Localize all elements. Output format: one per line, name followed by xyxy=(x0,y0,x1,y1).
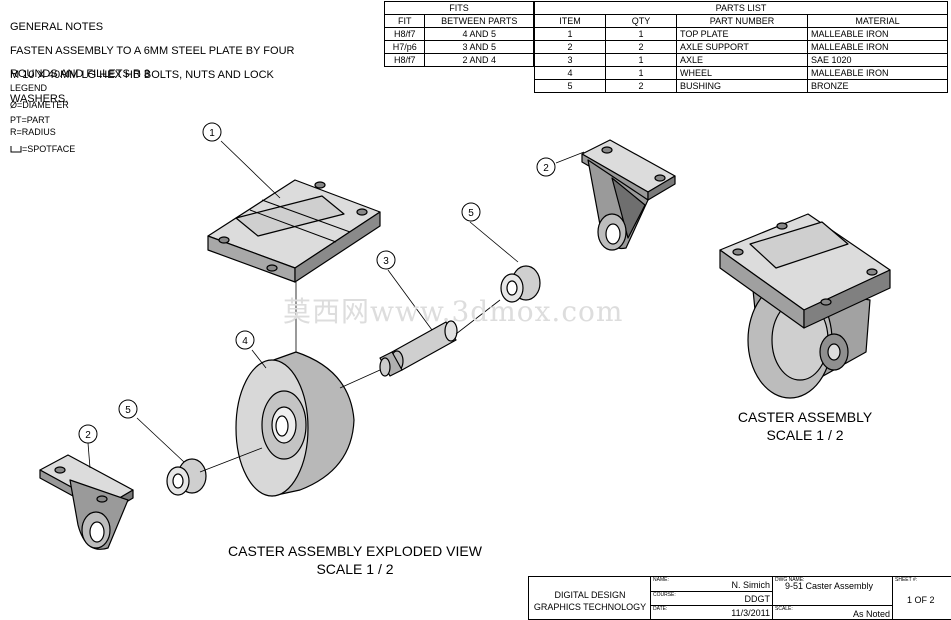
callout-label: 3 xyxy=(383,256,389,267)
notes-heading: GENERAL NOTES xyxy=(10,21,104,33)
callout-label: 2 xyxy=(543,163,549,174)
notes-line: FASTEN ASSEMBLY TO A 6MM STEEL PLATE BY … xyxy=(10,45,295,57)
sheet-value: 1 OF 2 xyxy=(907,595,935,605)
sheet-cell: SHEET #: 1 OF 2 xyxy=(893,577,951,620)
notes-line: M 10 X 40MM LG HEX HD BOLTS, NUTS AND LO… xyxy=(10,69,274,81)
caster-assembly-part xyxy=(719,213,891,399)
axle-part xyxy=(379,320,458,377)
spotface-icon xyxy=(10,145,22,153)
exploded-title: CASTER ASSEMBLY EXPLODED VIEW xyxy=(228,543,482,559)
explode-lines xyxy=(199,282,501,473)
fits-cell: H8/f7 xyxy=(383,53,426,67)
leader-lines xyxy=(87,140,585,469)
top-plate-part xyxy=(207,179,381,283)
name-cell: NAME: N. Simich xyxy=(651,577,773,592)
org-line: GRAPHICS TECHNOLOGY xyxy=(533,602,647,612)
assembly-caption: CASTER ASSEMBLY SCALE 1 / 2 xyxy=(700,408,910,444)
dwg-value: 9-51 Caster Assembly xyxy=(785,581,874,591)
legend-spotface: =SPOTFACE xyxy=(22,144,76,154)
callout-label: 1 xyxy=(209,128,215,139)
bushing-upper-part xyxy=(500,265,541,303)
exploded-caption: CASTER ASSEMBLY EXPLODED VIEW SCALE 1 / … xyxy=(210,542,500,578)
legend-radius: R=RADIUS xyxy=(10,127,56,137)
fits-cell: 2 AND 4 xyxy=(424,53,534,67)
date-value: 11/3/2011 xyxy=(731,608,770,618)
exploded-scale: SCALE 1 / 2 xyxy=(316,561,394,577)
date-cell: DATE: 11/3/2011 xyxy=(651,606,773,620)
parts-list-table: PARTS LIST ITEM QTY PART NUMBER MATERIAL… xyxy=(534,1,948,93)
general-notes: GENERAL NOTES FASTEN ASSEMBLY TO A 6MM S… xyxy=(10,9,294,117)
name-value: N. Simich xyxy=(731,580,770,590)
dwg-label: DWG NAME: xyxy=(775,577,805,583)
bushing-lower-part xyxy=(166,458,207,496)
name-label: NAME: xyxy=(653,577,669,583)
legend-diameter: Ø=DIAMETER xyxy=(10,100,69,110)
legend-part: PT=PART xyxy=(10,115,50,125)
scale-value: As Noted xyxy=(852,609,890,619)
assembly-title: CASTER ASSEMBLY xyxy=(737,409,873,425)
legend-heading: LEGEND xyxy=(10,83,48,93)
sheet-label: SHEET #: xyxy=(895,577,918,583)
org-cell: DIGITAL DESIGN GRAPHICS TECHNOLOGY xyxy=(529,577,651,620)
parts-cell: BRONZE xyxy=(807,79,948,93)
notes-line: WASHERS. xyxy=(10,93,69,105)
rounds-note: ROUNDS AND FILLETS R 3 xyxy=(10,68,150,80)
date-label: DATE: xyxy=(653,606,668,612)
callout-label: 5 xyxy=(125,405,131,416)
title-block: DIGITAL DESIGN GRAPHICS TECHNOLOGY NAME:… xyxy=(528,576,951,620)
callout-label: 4 xyxy=(242,336,248,347)
course-value: DDGT xyxy=(744,594,771,604)
axle-support-upper-part xyxy=(581,139,676,251)
callout-label: 5 xyxy=(468,208,474,219)
watermark: 莫西网www.3dmox.com xyxy=(283,295,624,328)
scale-label: SCALE: xyxy=(775,606,793,612)
assembly-scale: SCALE 1 / 2 xyxy=(766,427,844,443)
wheel-part xyxy=(235,351,355,497)
callout-label: 2 xyxy=(85,430,91,441)
scale-cell: SCALE: As Noted xyxy=(773,606,893,620)
org-line: DIGITAL DESIGN xyxy=(554,590,626,600)
axle-support-lower-part xyxy=(39,454,134,550)
dwg-name-cell: DWG NAME: 9-51 Caster Assembly xyxy=(773,577,893,606)
callout-bubbles xyxy=(78,122,556,444)
course-cell: COURSE: DDGT xyxy=(651,592,773,606)
course-label: COURSE: xyxy=(653,592,676,598)
legend-spotface-row: =SPOTFACE xyxy=(10,144,75,154)
